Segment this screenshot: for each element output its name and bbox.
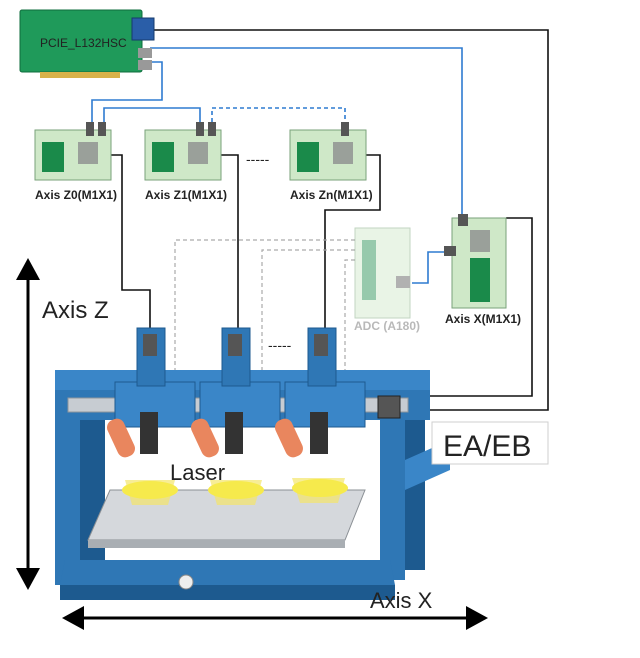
module-z0 [34, 122, 112, 181]
laser-heads [107, 412, 348, 505]
model-badge: EA/EB [431, 421, 549, 465]
module-zn [289, 122, 367, 181]
axis-x-arrow [62, 606, 488, 630]
label-axis-z1: Axis Z1(M1X1) [145, 188, 227, 202]
axis-z-label: Axis Z [42, 297, 109, 324]
module-adc [354, 227, 411, 319]
label-axis-x-module: Axis X(M1X1) [445, 312, 521, 326]
axis-z-arrow [16, 258, 40, 590]
laser-label: Laser [170, 460, 225, 485]
module-x [444, 214, 507, 309]
label-adc: ADC (A180) [354, 319, 420, 333]
cable-network [91, 29, 549, 411]
ellipsis-top: ----- [246, 151, 270, 167]
ellipsis-bottom: ----- [268, 337, 292, 353]
label-axis-z0: Axis Z0(M1X1) [35, 188, 117, 202]
label-axis-zn: Axis Zn(M1X1) [290, 188, 373, 202]
pcie-card: PCIE_L132HSC [19, 9, 155, 78]
model-label: EA/EB [443, 430, 531, 463]
carriages [114, 327, 366, 428]
axis-x-label: Axis X [370, 588, 433, 613]
card-label: PCIE_L132HSC [40, 36, 127, 50]
module-z1 [144, 122, 222, 181]
